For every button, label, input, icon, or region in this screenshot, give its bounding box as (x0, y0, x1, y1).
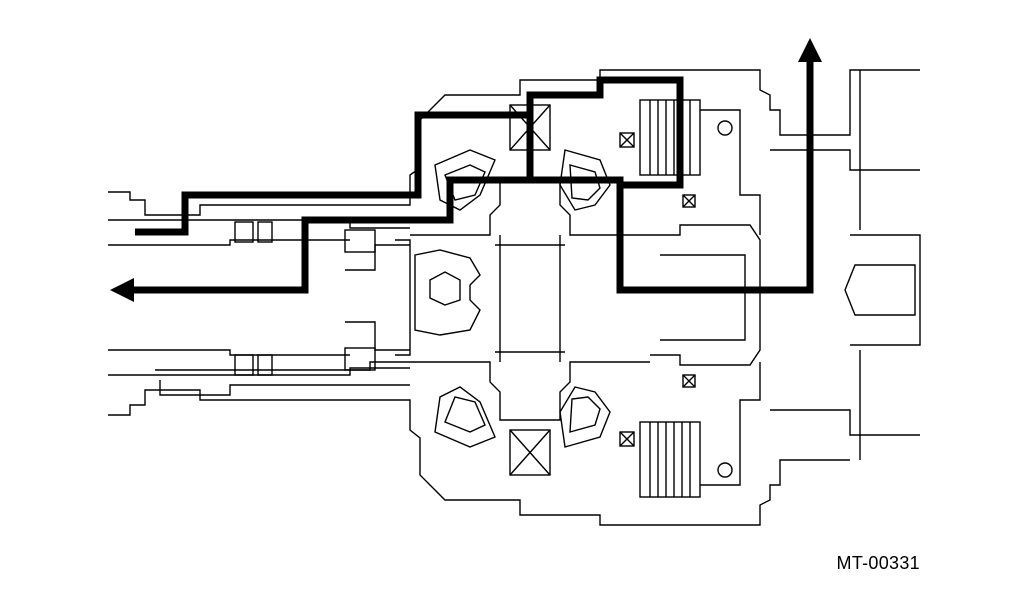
arrowheads (110, 38, 822, 302)
rear-output-arrow-icon (798, 38, 822, 62)
figure-code-label: MT-00331 (836, 553, 920, 573)
front-output-arrow-icon (110, 278, 134, 302)
upper-clutch-path (526, 76, 684, 189)
housing-outline (108, 69, 921, 526)
power-flow-paths (125, 60, 814, 294)
front-output-path (125, 176, 560, 294)
